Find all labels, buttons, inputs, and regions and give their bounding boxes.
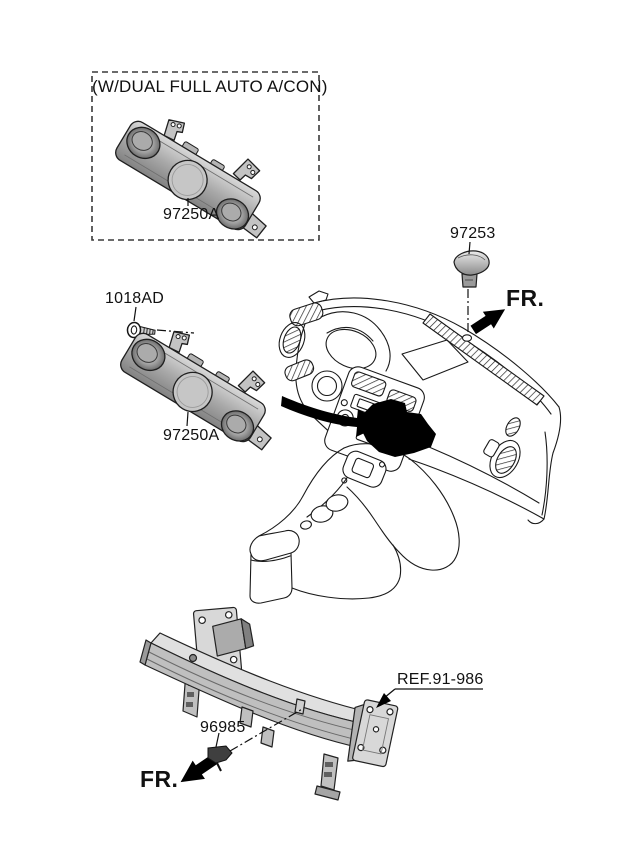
front-direction-arrow-top <box>467 300 511 339</box>
part-label-96985: 96985 <box>200 719 246 736</box>
part-label-97250a-boxed: 97250A <box>163 206 220 223</box>
leader-line <box>468 241 471 255</box>
variant-box-border <box>91 71 320 241</box>
ref-leader <box>376 688 483 708</box>
antenna-clip-illustration <box>207 707 305 772</box>
mount-location-highlight <box>361 399 436 457</box>
part-label-97250a: 97250A <box>163 427 220 444</box>
crossmember-illustration <box>139 606 399 801</box>
dashboard-illustration <box>249 290 562 604</box>
photo-sensor-illustration <box>453 250 490 288</box>
part-label-1018ad: 1018AD <box>105 290 165 307</box>
front-direction-label-bottom: FR. <box>140 766 179 792</box>
leader-line <box>186 411 189 427</box>
variant-box-title: (W/DUAL FULL AUTO A/CON) <box>92 77 328 96</box>
part-label-97253: 97253 <box>450 225 496 242</box>
reference-label: REF.91-986 <box>397 671 484 688</box>
front-direction-label-top: FR. <box>506 285 545 311</box>
install-direction-arrow <box>281 396 384 437</box>
leader-line <box>133 306 137 322</box>
